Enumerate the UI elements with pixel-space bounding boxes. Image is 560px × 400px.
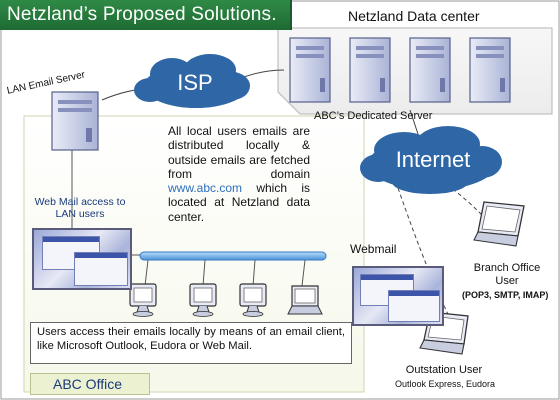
lan-laptop-icon <box>287 285 323 315</box>
internet-label: Internet <box>395 147 471 172</box>
isp-label: ISP <box>177 70 213 95</box>
info-text-2: which is located at Netzland data center… <box>168 181 310 224</box>
webmail-window-2 <box>388 290 440 322</box>
domain-link[interactable]: www.abc.com <box>168 181 243 196</box>
webmail-lan-label: Web Mail access to LAN users <box>34 196 126 220</box>
internet-cloud-icon <box>360 126 502 194</box>
office-tab: ABC Office <box>30 373 150 395</box>
branch-laptop-icon <box>473 201 525 247</box>
workstation-3-icon <box>239 283 267 317</box>
info-text-1: All local users emails are distributed l… <box>168 124 310 181</box>
datacenter-server-4 <box>469 37 511 103</box>
lan-bus <box>139 251 327 261</box>
datacenter-server-3 <box>409 37 451 103</box>
dedicated-server-label: ABC’s Dedicated Server <box>314 110 433 122</box>
bottom-note: Users access their emails locally by mea… <box>30 322 352 364</box>
branch-user-label: Branch Office User <box>473 262 541 287</box>
title-bar <box>0 0 292 30</box>
workstation-1-icon <box>129 283 157 317</box>
datacenter-server-1 <box>289 37 331 103</box>
info-paragraph: All local users emails are distributed l… <box>168 124 310 224</box>
lan-webmail-window-2 <box>74 252 128 286</box>
page-title: Netzland’s Proposed Solutions. <box>7 4 277 25</box>
outstation-clients-label: Outlook Express, Eudora <box>394 379 496 389</box>
datacenter-server-2 <box>349 37 391 103</box>
workstation-2-icon <box>189 283 217 317</box>
isp-cloud-icon <box>134 54 250 108</box>
lan-webmail-screen <box>32 228 132 290</box>
webmail-label: Webmail <box>350 242 397 256</box>
datacenter-label: Netzland Data center <box>348 8 480 24</box>
webmail-screen <box>352 266 444 326</box>
branch-protocols-label: (POP3, SMTP, IMAP) <box>462 290 549 300</box>
office-label: ABC Office <box>53 376 122 392</box>
outstation-user-label: Outstation User <box>405 364 483 376</box>
lan-email-server-icon <box>51 91 99 151</box>
